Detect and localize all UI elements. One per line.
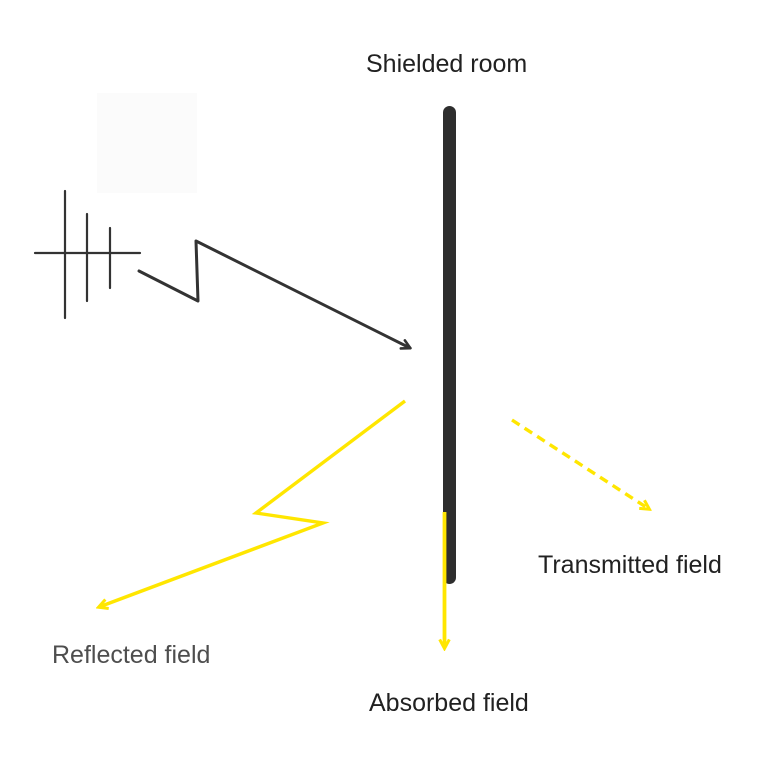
reflected-field-arrow [99,399,407,607]
faint-background-patch [97,93,197,193]
transmitted-field-label: Transmitted field [538,551,722,579]
antenna-icon [33,189,142,320]
incident-field-arrow [137,239,412,350]
absorbed-field-label: Absorbed field [369,689,529,717]
shielded-room-label: Shielded room [366,50,528,78]
reflected-field-label: Reflected field [52,641,211,669]
shield-wall [443,106,456,584]
transmitted-field-arrow [511,418,649,509]
